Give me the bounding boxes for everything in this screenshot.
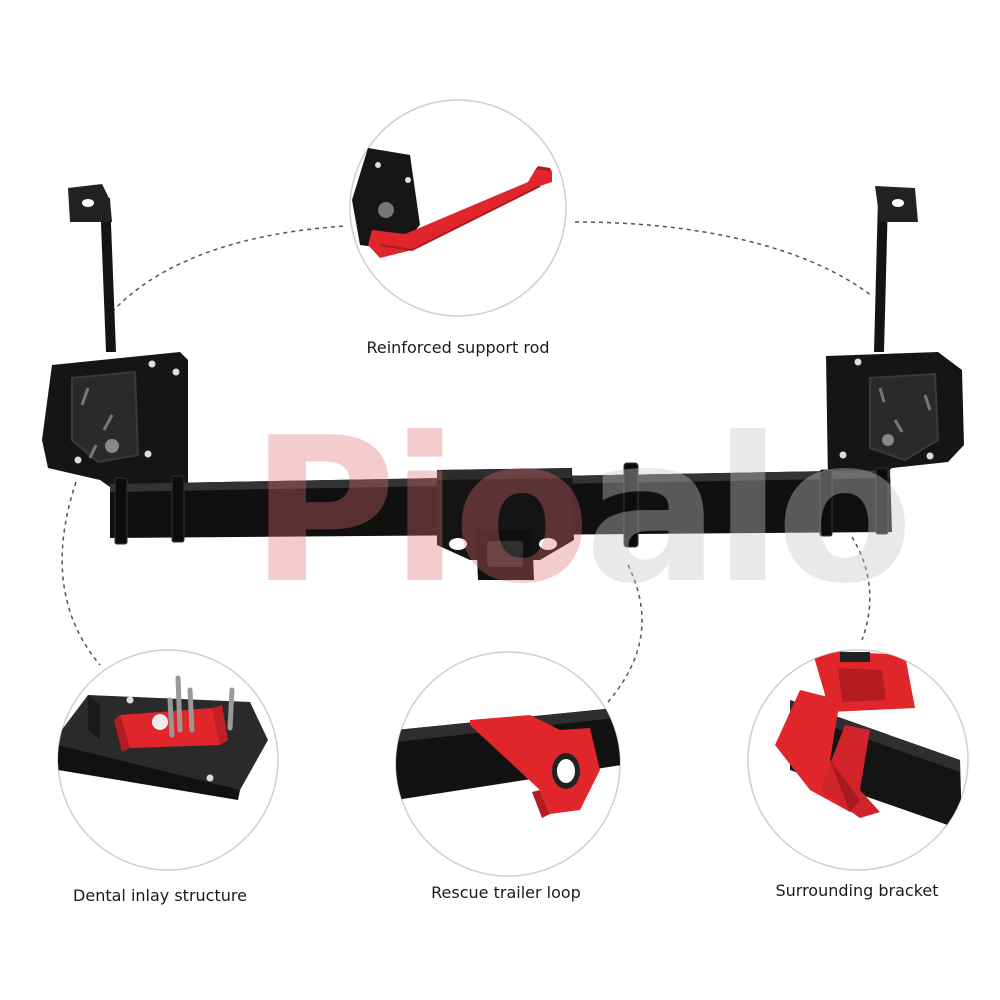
callout-connectors (61, 221, 873, 703)
caption-dental-inlay-structure: Dental inlay structure (73, 886, 247, 905)
caption-reinforced-support-rod: Reinforced support rod (366, 338, 550, 357)
connector-right-bottom (851, 536, 871, 641)
detail-circle-surrounding-bracket (747, 649, 969, 871)
connector-mid-bottom (607, 564, 643, 703)
connector-left-top (111, 225, 346, 313)
hitch-assembly (42, 184, 964, 580)
detail-circle-support-rod (349, 99, 567, 317)
connector-right-top (574, 221, 873, 297)
connector-left-bottom (61, 481, 101, 666)
detail-circle-dental-inlay (57, 649, 279, 871)
caption-surrounding-bracket: Surrounding bracket (775, 881, 939, 900)
detail-circle-trailer-loop (395, 651, 621, 877)
caption-rescue-trailer-loop: Rescue trailer loop (431, 883, 581, 902)
